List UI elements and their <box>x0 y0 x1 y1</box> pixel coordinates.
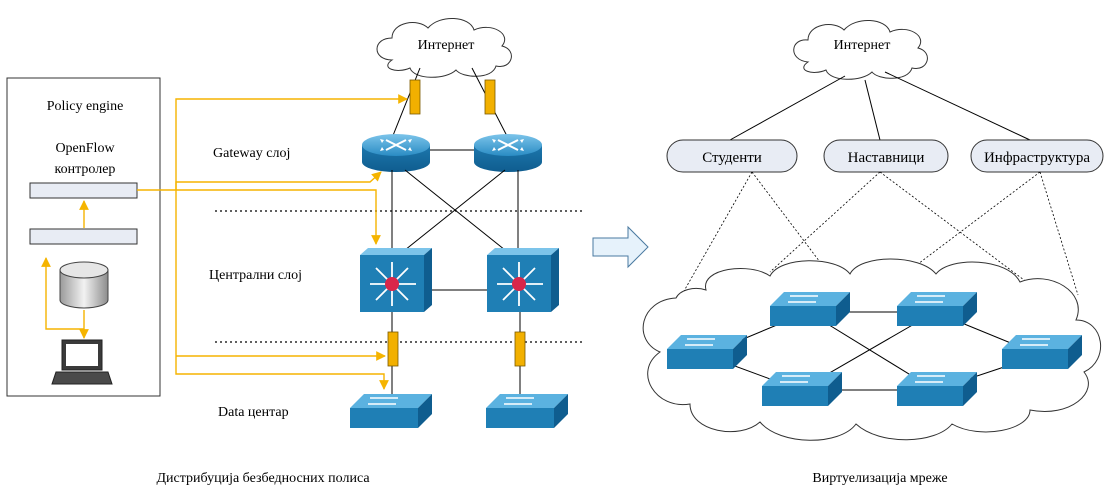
network-virtualization-diagram: Интернет Студенти Наставници Инфраструкт… <box>642 20 1104 486</box>
switch-icon <box>897 292 977 326</box>
left-caption: Дистрибуција безбедносних полиса <box>156 471 370 486</box>
gateway-router-icon <box>362 134 430 172</box>
core-switch-icon <box>487 248 559 312</box>
switch-icon <box>770 292 850 326</box>
switch-icon <box>1002 335 1082 369</box>
policy-flow-arrows <box>41 94 408 390</box>
firewall-icon <box>484 79 496 115</box>
controller-label-line1: OpenFlow <box>55 141 115 156</box>
group-label: Наставници <box>848 150 925 166</box>
virtual-network-cloud <box>642 258 1101 441</box>
internet-label-right: Интернет <box>834 38 891 53</box>
internet-label-left: Интернет <box>418 38 475 53</box>
policy-engine-panel: Policy engine OpenFlow контролер <box>6 77 161 397</box>
gateway-router-icon <box>474 134 542 172</box>
controller-module-box <box>29 228 138 245</box>
switch-icon <box>897 372 977 406</box>
datacenter-switch-icon <box>486 394 568 428</box>
switch-icon <box>762 372 842 406</box>
group-node-students: Студенти <box>666 139 798 173</box>
group-label: Инфраструктура <box>984 150 1090 166</box>
laptop-icon <box>51 339 113 385</box>
internet-cloud-icon: Интернет <box>376 18 512 78</box>
layer-label-core: Централни слој <box>209 268 302 283</box>
datacenter-switch-icon <box>350 394 432 428</box>
core-switch-icon <box>360 248 432 312</box>
policy-distribution-diagram: Интернет <box>6 18 585 486</box>
virtual-mapping-lines <box>679 171 1079 299</box>
firewall-icon <box>514 331 526 367</box>
right-caption: Виртуелизација мреже <box>812 471 947 486</box>
controller-label-line2: контролер <box>55 162 116 177</box>
firewall-icon <box>387 331 399 367</box>
group-node-teachers: Наставници <box>823 139 949 173</box>
group-node-infrastructure: Инфраструктура <box>970 139 1104 173</box>
layer-label-datacenter: Data центар <box>218 405 289 420</box>
transition-arrow-icon <box>592 225 649 269</box>
group-label: Студенти <box>702 150 762 166</box>
layer-label-gateway: Gateway слој <box>213 146 290 161</box>
virtual-switches <box>667 292 1082 406</box>
firewall-icon <box>409 79 421 115</box>
database-icon <box>59 261 109 309</box>
switch-icon <box>667 335 747 369</box>
internet-cloud-icon: Интернет <box>793 20 928 80</box>
policy-engine-title: Policy engine <box>47 99 124 114</box>
controller-module-box <box>29 182 138 199</box>
